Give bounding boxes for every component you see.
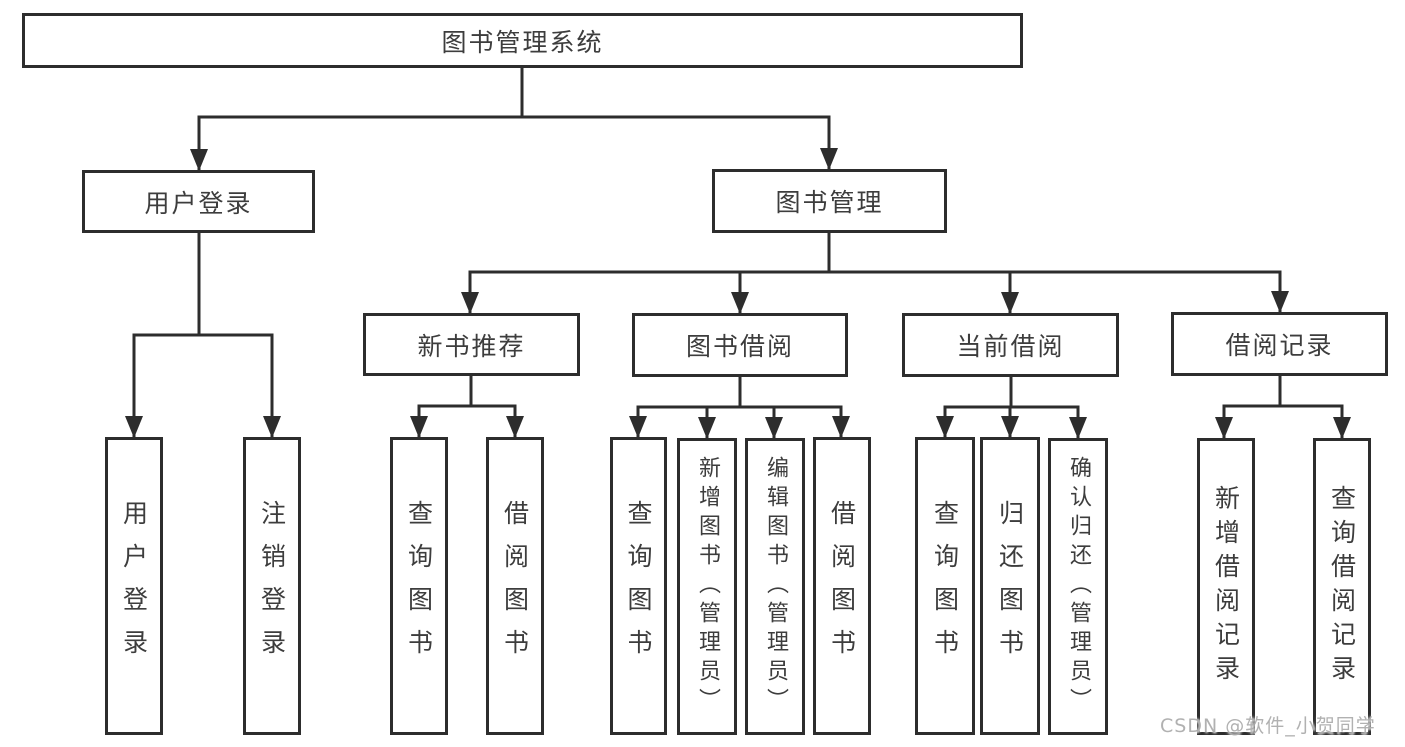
leaf-query-borrow-record: 查询借阅记录 (1313, 438, 1371, 735)
node-library-management-system: 图书管理系统 (22, 13, 1023, 68)
connector-borrowing-records (1215, 376, 1351, 439)
leaf-borrow-books-borrowing-label: 借阅图书 (827, 500, 857, 672)
node-book-management: 图书管理 (712, 169, 947, 233)
node-library-management-system-label: 图书管理系统 (441, 27, 604, 57)
leaf-borrow-books-borrowing: 借阅图书 (813, 437, 871, 735)
leaf-add-borrow-record-label: 新增借阅记录 (1211, 484, 1241, 689)
leaf-query-books-borrowing: 查询图书 (610, 437, 667, 735)
node-book-borrowing-label: 图书借阅 (685, 332, 794, 361)
leaf-add-books-admin: 新增图书（管理员） (677, 438, 737, 735)
leaf-borrow-books-recommend-label: 借阅图书 (500, 500, 530, 672)
node-borrowing-records-label: 借阅记录 (1225, 331, 1334, 360)
node-new-book-recommend: 新书推荐 (363, 313, 580, 376)
leaf-return-books: 归还图书 (980, 437, 1040, 735)
connector-user-login (125, 233, 281, 438)
node-borrowing-records: 借阅记录 (1171, 312, 1388, 376)
leaf-add-borrow-record: 新增借阅记录 (1197, 438, 1255, 735)
leaf-confirm-return-admin-label: 确认归还（管理员） (1066, 456, 1091, 717)
node-new-book-recommend-label: 新书推荐 (417, 331, 526, 361)
connector-current-borrowing (936, 377, 1087, 439)
leaf-logout-label: 注销登录 (257, 500, 287, 672)
leaf-logout: 注销登录 (243, 437, 301, 735)
node-book-management-label: 图书管理 (775, 188, 884, 217)
leaf-user-login: 用户登录 (105, 437, 163, 735)
node-current-borrowing: 当前借阅 (902, 313, 1119, 377)
leaf-return-books-label: 归还图书 (995, 500, 1025, 672)
connector-new-book-recommend (410, 376, 524, 438)
leaf-confirm-return-admin: 确认归还（管理员） (1048, 438, 1108, 735)
node-current-borrowing-label: 当前借阅 (956, 332, 1065, 361)
node-book-borrowing: 图书借阅 (632, 313, 848, 377)
node-user-login-label: 用户登录 (144, 188, 253, 218)
leaf-edit-books-admin: 编辑图书（管理员） (745, 438, 805, 735)
leaf-query-books-recommend-label: 查询图书 (404, 500, 434, 672)
connector-root (190, 68, 838, 171)
leaf-query-books-current: 查询图书 (915, 437, 975, 735)
leaf-query-borrow-record-label: 查询借阅记录 (1327, 484, 1357, 689)
leaf-borrow-books-recommend: 借阅图书 (486, 437, 544, 735)
leaf-query-books-current-label: 查询图书 (930, 500, 960, 672)
leaf-add-books-admin-label: 新增图书（管理员） (695, 456, 720, 717)
leaf-query-books-recommend: 查询图书 (390, 437, 448, 735)
leaf-edit-books-admin-label: 编辑图书（管理员） (763, 456, 788, 717)
watermark: CSDN @软件_小贺同学 (1160, 715, 1376, 737)
connector-book-management (461, 233, 1289, 314)
connector-book-borrowing (629, 377, 850, 439)
leaf-query-books-borrowing-label: 查询图书 (624, 500, 653, 672)
node-user-login: 用户登录 (82, 170, 315, 233)
leaf-user-login-label: 用户登录 (119, 500, 149, 672)
